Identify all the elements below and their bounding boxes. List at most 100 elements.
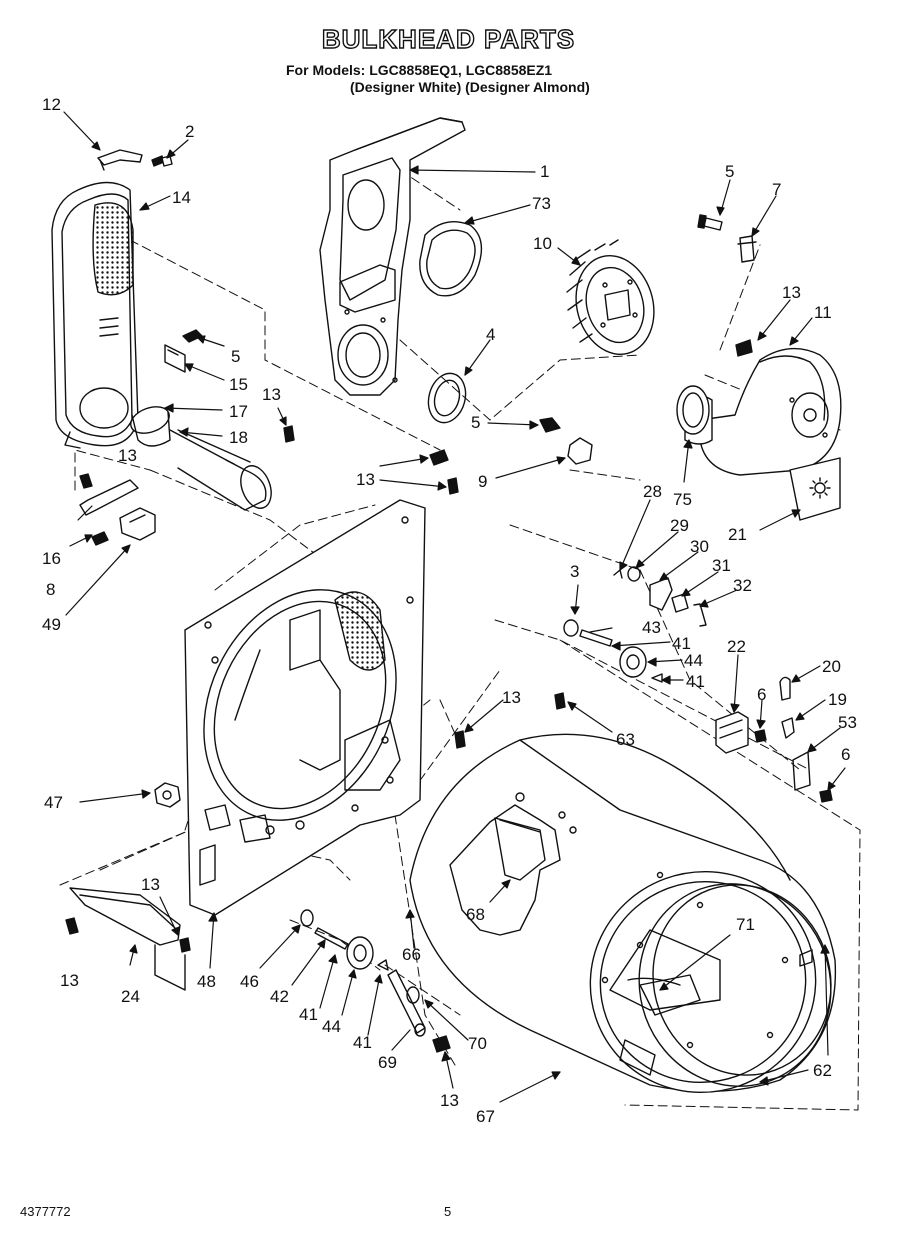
callout-13-center: 13: [356, 470, 375, 489]
callout-13-bottom: 13: [440, 1091, 459, 1110]
callout-12: 12: [42, 95, 61, 114]
callout-46: 46: [240, 972, 259, 991]
bracket-part-49: [119, 507, 156, 541]
callout-13-left-small: 13: [118, 446, 137, 465]
washer-part-29: [627, 566, 641, 582]
callout-13-upper-right: 13: [782, 283, 801, 302]
screw-part-13-bottom: [432, 1035, 451, 1053]
callout-19: 19: [828, 690, 847, 709]
callout-3: 3: [570, 562, 580, 581]
callout-44-upper: 44: [684, 651, 703, 670]
seal-part-73: [419, 221, 483, 297]
bracket-part-53: [792, 751, 811, 791]
callout-44-lower: 44: [322, 1017, 341, 1036]
callout-75: 75: [673, 490, 692, 509]
callout-13-bracket-lower: 13: [60, 971, 79, 990]
clip-part-41-upper: [651, 673, 663, 683]
callout-6-lower: 6: [841, 745, 851, 764]
spring-clip-part-31: [671, 593, 689, 613]
bracket-part-15: [164, 344, 186, 373]
callout-66: 66: [402, 945, 421, 964]
idler-arm-part-30: [649, 577, 673, 611]
callout-16: 16: [42, 549, 61, 568]
callout-70: 70: [468, 1034, 487, 1053]
screw-part-13-far-left: [79, 473, 93, 489]
fitting-part-9: [567, 437, 593, 465]
callout-5-left: 5: [231, 347, 241, 366]
screw-part-13-center-a: [429, 449, 449, 466]
label-part-21: [789, 457, 841, 521]
ring-part-4: [427, 372, 467, 424]
callout-41-lower-b: 41: [353, 1033, 372, 1052]
switch-part-22: [715, 711, 749, 754]
callout-22: 22: [727, 637, 746, 656]
callout-31: 31: [712, 556, 731, 575]
screw-part-6-lower: [819, 789, 833, 803]
screw-part-13-right: [735, 339, 753, 357]
bulkhead-upper-part-1: [319, 117, 466, 396]
callout-41-upper-b: 41: [686, 672, 705, 691]
models-line: For Models: LGC8858EQ1, LGC8858EZ1: [286, 62, 553, 78]
callout-43: 43: [642, 618, 661, 637]
blower-wheel-part-10: [566, 239, 655, 355]
callout-41-upper-a: 41: [672, 634, 691, 653]
callout-30: 30: [690, 537, 709, 556]
spring-part-32: [693, 603, 707, 627]
document-code: 4377772: [20, 1204, 71, 1219]
page-title: BULKHEAD PARTS: [321, 23, 576, 54]
callout-24: 24: [121, 987, 140, 1006]
screw-part-5-center: [539, 417, 561, 433]
exhaust-cover-part-14: [51, 181, 139, 449]
roller-shaft-part-42: [314, 927, 349, 950]
page-number: 5: [444, 1204, 452, 1219]
callout-9: 9: [478, 472, 488, 491]
clip-part-7: [737, 235, 757, 263]
screw-part-6-upper: [754, 729, 767, 743]
thermal-fuse-part-12: [97, 149, 143, 171]
callout-13-mid: 13: [502, 688, 521, 707]
callout-53: 53: [838, 713, 857, 732]
clip-part-16: [79, 479, 139, 516]
washer-part-46: [300, 909, 314, 927]
callout-69: 69: [378, 1053, 397, 1072]
washer-part-3: [563, 619, 579, 637]
front-bulkhead-part-48: [184, 499, 426, 916]
callout-71: 71: [736, 915, 755, 934]
roller-part-44-lower: [346, 936, 374, 970]
model-info: For Models: LGC8858EQ1, LGC8858EZ1 (Desi…: [286, 62, 590, 95]
callout-1: 1: [540, 162, 550, 181]
callout-67: 67: [476, 1107, 495, 1126]
callout-28: 28: [643, 482, 662, 501]
ring-part-75: [676, 385, 710, 435]
callout-29: 29: [670, 516, 689, 535]
washer-part-70: [406, 986, 426, 1037]
callout-13-bracket-upper: 13: [141, 875, 160, 894]
callout-5-top-right: 5: [725, 162, 735, 181]
callout-4: 4: [486, 325, 496, 344]
roller-shaft-part-43: [579, 629, 613, 647]
callout-21: 21: [728, 525, 747, 544]
screw-part-8: [91, 531, 109, 546]
callout-18: 18: [229, 428, 248, 447]
screw-part-13-left: [283, 425, 295, 443]
callout-32: 32: [733, 576, 752, 595]
callout-73: 73: [532, 194, 551, 213]
callout-62: 62: [813, 1061, 832, 1080]
pin-part-28: [613, 569, 623, 579]
callout-10: 10: [533, 234, 552, 253]
colors-line: (Designer White) (Designer Almond): [350, 79, 590, 95]
fuse-part-20: [779, 676, 791, 701]
nut-part-47: [154, 782, 181, 808]
callout-41-lower-a: 41: [299, 1005, 318, 1024]
callout-11: 11: [814, 303, 832, 322]
callout-47: 47: [44, 793, 63, 812]
callout-leader-lines: [63, 111, 846, 1103]
thermistor-part-19: [781, 717, 795, 739]
screw-part-13-center-b: [447, 477, 459, 495]
callout-5-center: 5: [471, 413, 481, 432]
callout-13-duct: 13: [262, 385, 281, 404]
callout-17: 17: [229, 402, 248, 421]
screw-part-63: [554, 692, 566, 710]
screw-part-5-right: [697, 214, 723, 231]
